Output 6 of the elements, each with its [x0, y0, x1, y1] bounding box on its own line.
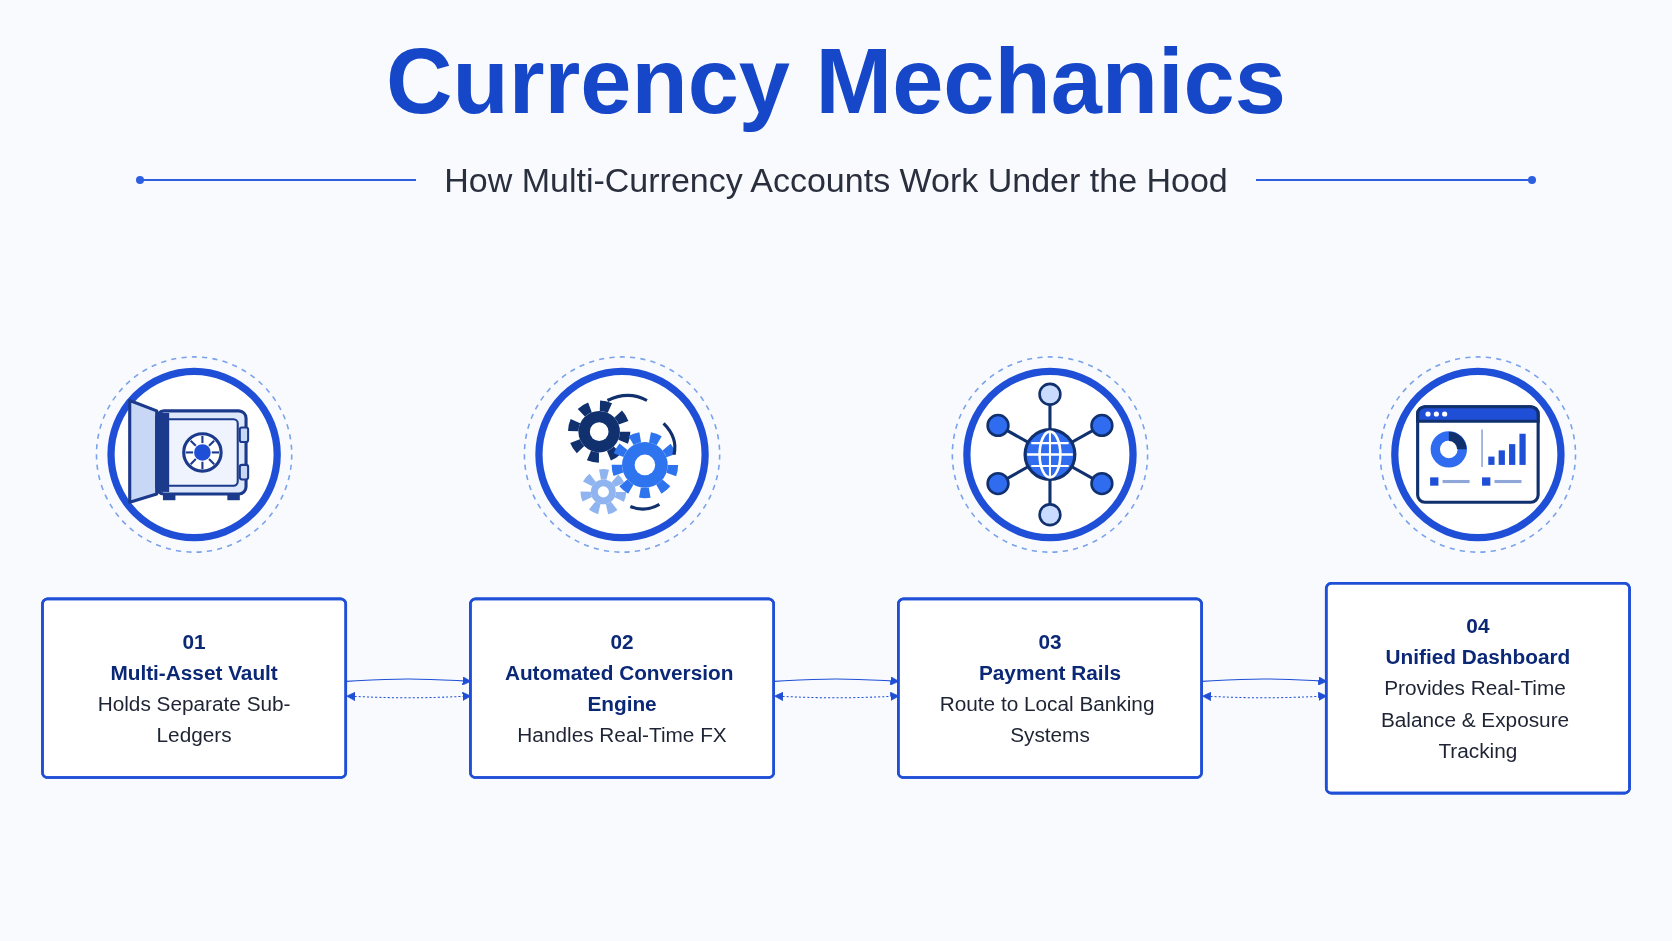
title: Currency Mechanics	[385, 29, 1287, 134]
step-card: 03 Payment Rails Route to Local Banking Systems	[897, 597, 1203, 779]
step-card: 04 Unified Dashboard Provides Real-Time Balance & Exposure Tracking	[1324, 582, 1631, 795]
step-card: 01 Multi-Asset Vault Holds Separate Sub-Ledgers	[41, 597, 348, 779]
subtitle: How Multi-Currency Accounts Work Under the Hood	[444, 160, 1228, 201]
step-card: 02 Automated Conversion Engine Handles Real-Time FX	[469, 597, 775, 779]
